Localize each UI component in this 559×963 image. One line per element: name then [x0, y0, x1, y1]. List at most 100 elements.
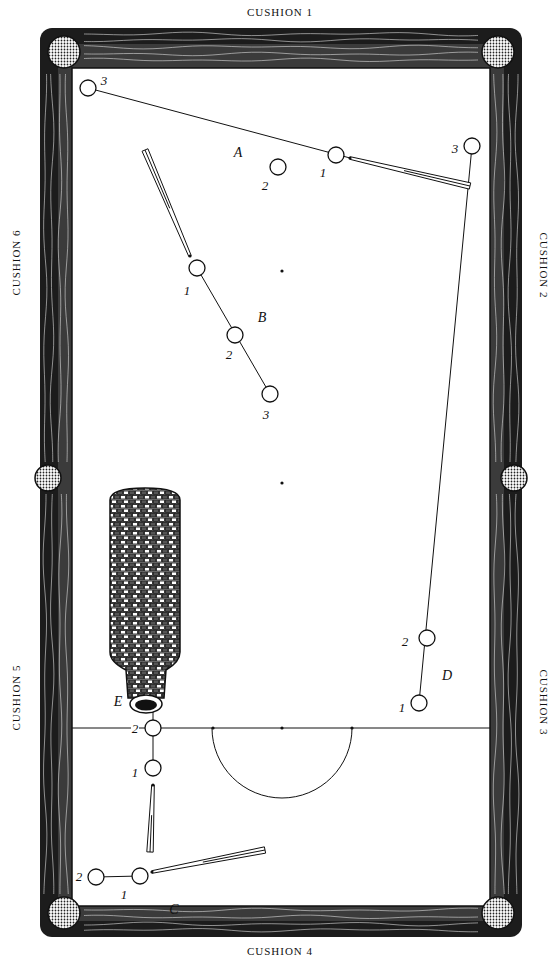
shot-lines	[88, 88, 472, 877]
ball	[132, 868, 148, 884]
shot-line	[419, 146, 472, 703]
grain-line	[84, 52, 478, 56]
cue-stick	[152, 847, 266, 873]
basket-mouth	[130, 695, 162, 713]
corner-pocket	[482, 897, 514, 929]
spot	[280, 481, 283, 484]
cue-tip	[150, 870, 153, 873]
cushion-label: CUSHION 1	[247, 7, 313, 18]
spot	[280, 269, 283, 272]
cue-tip	[348, 156, 351, 159]
ball	[464, 138, 480, 154]
ball	[411, 695, 427, 711]
shot-line	[88, 88, 350, 158]
ball	[227, 327, 243, 343]
ball	[88, 869, 104, 885]
cue-tip	[188, 254, 191, 257]
grain-line	[501, 494, 505, 894]
grain-line	[84, 908, 478, 912]
spot	[350, 726, 353, 729]
cushion-label: CUSHION 2	[538, 232, 549, 298]
ball-number: 1	[120, 888, 129, 901]
middle-pocket	[501, 465, 527, 491]
cushion-label: CUSHION 5	[11, 664, 22, 730]
ball-number: 2	[261, 179, 270, 192]
cue-butt	[203, 850, 265, 862]
balls	[80, 80, 480, 885]
middle-pocket	[35, 465, 61, 491]
table-frame	[40, 28, 522, 937]
ball	[419, 630, 435, 646]
ball-number: 2	[131, 722, 140, 735]
grain-line	[84, 32, 478, 36]
grain-line	[508, 494, 511, 894]
grain-line	[84, 58, 478, 61]
ball	[80, 80, 96, 96]
ball-number: 3	[100, 74, 109, 87]
cue-stick	[147, 785, 154, 852]
cushion-label: CUSHION 4	[247, 946, 313, 957]
corner-pocket	[48, 36, 80, 68]
spot	[211, 726, 214, 729]
corner-pocket	[482, 36, 514, 68]
ball	[328, 147, 344, 163]
wood-grain	[43, 32, 519, 932]
grain-line	[65, 494, 69, 894]
ball-number: 3	[262, 408, 271, 421]
cue-butt	[150, 815, 152, 852]
grain-line	[43, 494, 47, 894]
ball	[270, 159, 286, 175]
grain-line	[44, 74, 47, 462]
ball	[145, 720, 161, 736]
baulk-semicircle	[212, 728, 352, 798]
ball	[145, 760, 161, 776]
grain-line	[58, 494, 62, 894]
grain-line	[58, 74, 62, 462]
basket	[110, 488, 180, 713]
ball-number: 1	[398, 701, 407, 714]
cues	[142, 149, 471, 874]
grain-line	[493, 494, 497, 894]
table-bed	[72, 68, 490, 906]
table-markings	[72, 728, 490, 798]
cushion-rail	[58, 44, 504, 921]
grain-line	[84, 45, 478, 49]
grain-line	[84, 922, 478, 926]
shot-letter: D	[442, 669, 452, 683]
grain-line	[51, 494, 54, 894]
ball-number: 3	[451, 142, 460, 155]
cushion-label: CUSHION 3	[538, 669, 549, 735]
cue-stick	[350, 157, 471, 189]
shot-letter: B	[258, 311, 267, 325]
pockets	[35, 36, 527, 929]
grain-line	[515, 494, 519, 894]
grain-line	[65, 74, 68, 462]
grain-line	[84, 39, 478, 42]
basket-opening	[135, 700, 157, 711]
shot-letter: E	[114, 695, 123, 709]
spots	[211, 269, 353, 729]
ball-number: 2	[75, 870, 84, 883]
grain-line	[84, 915, 478, 918]
ball-number: 2	[225, 348, 234, 361]
ball-number: 1	[131, 766, 140, 779]
grain-line	[84, 929, 478, 932]
corner-pocket	[48, 897, 80, 929]
grain-line	[515, 74, 519, 462]
shot-line	[197, 268, 270, 394]
cue-butt	[404, 171, 470, 186]
cue-tip	[151, 783, 154, 786]
ball-number: 2	[401, 635, 410, 648]
spot	[280, 726, 283, 729]
shot-letter: A	[234, 146, 243, 160]
shot-letter: C	[169, 903, 178, 917]
cue-butt	[145, 150, 170, 208]
ball	[262, 386, 278, 402]
cue-stick	[142, 149, 191, 257]
cushion-label: CUSHION 6	[11, 229, 22, 295]
ball	[189, 260, 205, 276]
grain-line	[508, 74, 511, 462]
ball-number: 1	[183, 284, 192, 297]
